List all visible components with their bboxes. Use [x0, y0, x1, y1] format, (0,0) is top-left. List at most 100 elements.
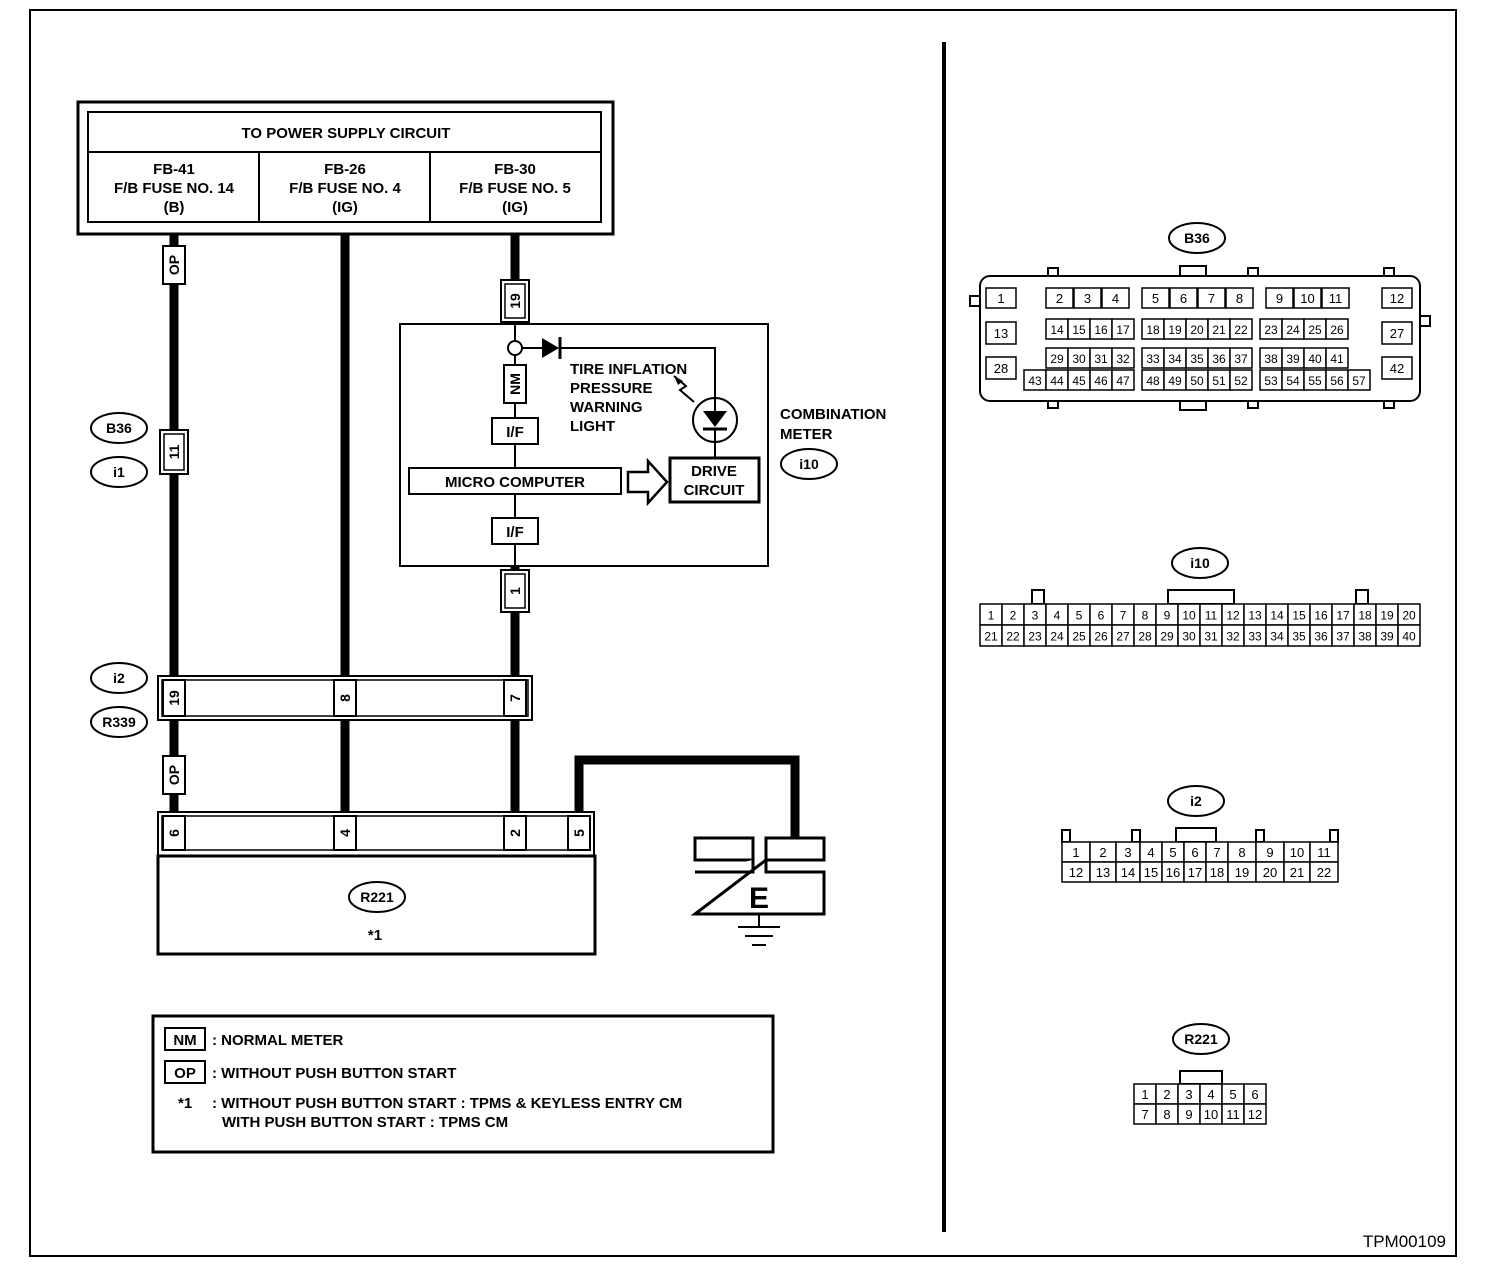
- pin-number: 3: [1084, 291, 1091, 306]
- pin-number: 5: [1076, 609, 1083, 623]
- pin-cell: [1073, 287, 1102, 309]
- pin-number: 26: [1094, 630, 1108, 644]
- pin-cell: [1265, 287, 1294, 309]
- pin-number: 6: [1251, 1087, 1258, 1102]
- pin-number: 11: [1317, 845, 1331, 860]
- pin-number: 41: [1330, 352, 1344, 366]
- pin-number: 19: [1168, 323, 1182, 337]
- pin-number: 46: [1094, 374, 1108, 388]
- pin-number: 40: [1308, 352, 1322, 366]
- pin-number: 23: [1264, 323, 1278, 337]
- pin-cell: [985, 287, 1017, 309]
- pin-number: 21: [984, 630, 998, 644]
- pin-number: 9: [1276, 291, 1283, 306]
- pin-number: 25: [1308, 323, 1322, 337]
- warning-light-line4: LIGHT: [570, 418, 615, 435]
- pin-number: 10: [1290, 845, 1304, 860]
- pin-number: 11: [1226, 1107, 1240, 1122]
- micro-computer-label: MICRO COMPUTER: [445, 474, 585, 491]
- pin-number: 6: [1191, 845, 1198, 860]
- ground-label: E: [749, 882, 769, 915]
- pin-number: 42: [1390, 361, 1404, 376]
- i2-pin-19: 19: [166, 690, 182, 706]
- pin-cell: [1309, 861, 1339, 883]
- op-tag-upper: OP: [162, 245, 186, 285]
- pin-number: 23: [1028, 630, 1042, 644]
- pin-number: 49: [1168, 374, 1182, 388]
- pin-number: 28: [1138, 630, 1152, 644]
- pin-number: 48: [1146, 374, 1160, 388]
- pin-number: 35: [1292, 630, 1306, 644]
- face-r221-label: R221: [1184, 1031, 1218, 1047]
- pin-cell: [1381, 356, 1413, 380]
- connector-i2-r339: 19 8 7: [157, 675, 533, 721]
- pin-cell: [1321, 287, 1350, 309]
- pin-number: 31: [1094, 352, 1108, 366]
- pin-number: 28: [994, 361, 1008, 376]
- ground-icon: E: [690, 836, 826, 946]
- pin-number: 8: [1142, 609, 1149, 623]
- module-r221: 6 4 2 5 R221 *1: [156, 811, 597, 956]
- r221-pin-4: 4: [337, 829, 353, 837]
- fuse-3-id: FB-30: [494, 161, 536, 178]
- pin-number: 20: [1190, 323, 1204, 337]
- pin-11: 11: [166, 444, 182, 459]
- warning-light-line1: TIRE INFLATION: [570, 361, 687, 378]
- pin-number: 15: [1292, 609, 1306, 623]
- pin-number: 11: [1329, 291, 1343, 306]
- pin-number: 52: [1234, 374, 1248, 388]
- legend-note-line1: : WITHOUT PUSH BUTTON START : TPMS & KEY…: [212, 1095, 682, 1112]
- pin-number: 1: [1072, 845, 1079, 860]
- interface-upper: I/F: [506, 424, 524, 441]
- legend-op-tag: OP: [174, 1065, 196, 1082]
- pin-number: 8: [1238, 845, 1245, 860]
- legend-note-mark: *1: [178, 1095, 192, 1112]
- pin-number: 40: [1402, 630, 1416, 644]
- pin-number: 12: [1069, 865, 1083, 880]
- svg-text:i10: i10: [799, 456, 819, 472]
- pin-number: 20: [1263, 865, 1277, 880]
- pin-number: 1: [1141, 1087, 1148, 1102]
- pin-cell: [1045, 287, 1074, 309]
- pin-number: 54: [1286, 374, 1300, 388]
- pin-cell: [1293, 287, 1322, 309]
- pin-number: 38: [1264, 352, 1278, 366]
- pin-number: 12: [1226, 609, 1240, 623]
- face-i2-label: i2: [1190, 793, 1202, 809]
- pin-number: 32: [1226, 630, 1240, 644]
- interface-lower: I/F: [506, 524, 524, 541]
- pin-number: 11: [1205, 609, 1218, 623]
- pin-number: 33: [1146, 352, 1160, 366]
- pin-number: 18: [1358, 609, 1372, 623]
- pin-number: 7: [1208, 291, 1215, 306]
- warning-light-line2: PRESSURE: [570, 380, 653, 397]
- pin-cell: [1243, 1103, 1267, 1125]
- pin-number: 2: [1056, 291, 1063, 306]
- pin-cell: [1229, 369, 1253, 391]
- r221-pin-2: 2: [507, 829, 523, 837]
- pin-number: 18: [1146, 323, 1160, 337]
- warning-led-icon: [673, 375, 738, 443]
- pin-number: 17: [1336, 609, 1350, 623]
- i2-pin-8: 8: [337, 694, 353, 702]
- pin-number: 5: [1152, 291, 1159, 306]
- svg-text:i1: i1: [113, 464, 125, 480]
- fuse-1-name: F/B FUSE NO. 14: [114, 180, 235, 197]
- pin-number: 32: [1116, 352, 1130, 366]
- pin-number: 44: [1050, 374, 1064, 388]
- connector-pin-19: 19: [500, 279, 530, 323]
- r221-pin-5: 5: [571, 829, 587, 837]
- pin-cell: [1111, 318, 1135, 340]
- pin-number: 14: [1050, 323, 1064, 337]
- label-i1: i1: [90, 456, 148, 488]
- legend-nm-tag: NM: [173, 1032, 196, 1049]
- pin-number: 13: [1096, 865, 1110, 880]
- pin-number: 9: [1266, 845, 1273, 860]
- pin-number: 22: [1234, 323, 1248, 337]
- pin-number: 4: [1207, 1087, 1214, 1102]
- pin-number: 10: [1204, 1107, 1218, 1122]
- pin-number: 7: [1120, 609, 1127, 623]
- pin-cell: [1229, 347, 1253, 369]
